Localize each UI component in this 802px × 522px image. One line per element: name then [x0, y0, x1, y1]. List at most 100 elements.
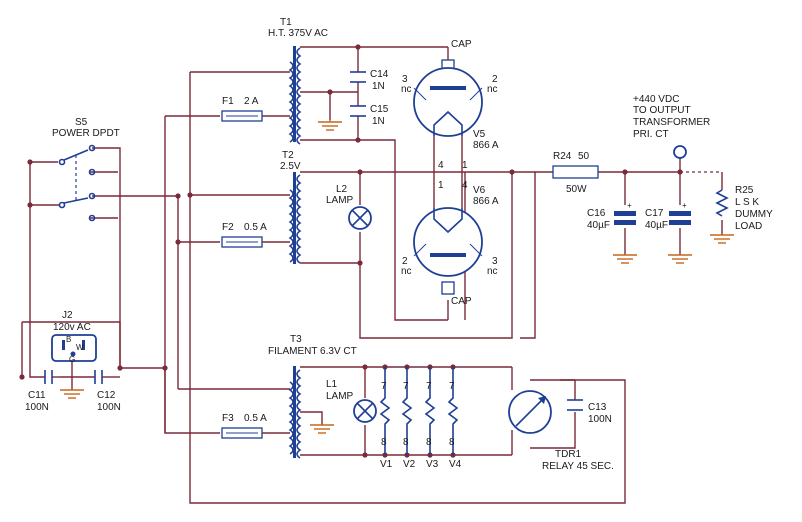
- svg-text:+: +: [682, 201, 687, 210]
- v6-pin4: 4: [462, 180, 468, 191]
- wire-left-bus: [29, 162, 45, 378]
- ground-symbol-t1: [318, 120, 342, 131]
- c13-val: 100N: [588, 414, 612, 425]
- t1-desc: H.T. 375V AC: [268, 28, 328, 39]
- wire-t1-sec-bot: [300, 139, 448, 321]
- filament-v4: [447, 367, 459, 455]
- c12-val: 100N: [97, 402, 121, 413]
- capacitor-c16: +: [614, 201, 636, 225]
- v4-label: V4: [449, 459, 462, 470]
- s5-ref: S5: [75, 117, 88, 128]
- wire-t1-ct: [300, 91, 331, 120]
- v6-val: 866 A: [473, 196, 499, 207]
- v2-pin7: 7: [403, 381, 409, 392]
- filament-v1: [379, 367, 391, 455]
- filament-v2: [401, 367, 413, 455]
- tdr1-ref: TDR1: [555, 449, 582, 460]
- t2-ref: T2: [282, 150, 294, 161]
- output-line1: +440 VDC: [633, 94, 679, 105]
- lamp-l2: [348, 206, 372, 230]
- c14-ref: C14: [370, 69, 389, 80]
- v6-pin2: 2: [402, 256, 408, 267]
- output-line2: TO OUTPUT: [633, 105, 691, 116]
- junction-dots: [19, 44, 683, 458]
- capacitor-c14: [350, 71, 366, 83]
- wire-s5-out1: [92, 147, 121, 368]
- wire-hv-out: [512, 171, 536, 339]
- wire-return-loop: [189, 72, 626, 504]
- v1-pin8: 8: [381, 437, 387, 448]
- t2-desc: 2.5V: [280, 161, 301, 172]
- l2-ref: L2: [336, 184, 348, 195]
- ground-symbol-c16: [613, 254, 637, 264]
- v5-pin3: 3: [402, 74, 408, 85]
- j2-desc: 120v AC: [53, 322, 91, 333]
- f3-ref: F3: [222, 413, 234, 424]
- output-terminal: [673, 145, 687, 159]
- r25-ref: R25: [735, 185, 754, 196]
- l1-ref: L1: [326, 379, 338, 390]
- r25-line2: DUMMY: [735, 209, 773, 220]
- v5-val: 866 A: [473, 140, 499, 151]
- wire-t3-ct: [300, 411, 323, 425]
- lamp-l1: [353, 399, 377, 423]
- wire-c13-top: [530, 379, 576, 400]
- v3-label: V3: [426, 459, 439, 470]
- t3-desc: FILAMENT 6.3V CT: [268, 346, 357, 357]
- c17-val: 40µF: [645, 220, 668, 231]
- c17-ref: C17: [645, 208, 664, 219]
- f2-ref: F2: [222, 222, 234, 233]
- v1-label: V1: [380, 459, 393, 470]
- tube-v6: [413, 172, 483, 295]
- v5-pin2: 2: [492, 74, 498, 85]
- c12-ref: C12: [97, 390, 116, 401]
- v2-label: V2: [403, 459, 416, 470]
- ground-symbol-t3: [310, 424, 334, 434]
- resistor-r24: [552, 165, 599, 179]
- capacitor-c15: [350, 105, 366, 117]
- v5-pin2-nc: nc: [487, 84, 498, 95]
- relay-tdr1: [508, 390, 552, 434]
- wire-j2-box: [22, 321, 121, 368]
- c15-ref: C15: [370, 104, 389, 115]
- s5-desc: POWER DPDT: [52, 128, 120, 139]
- v1-pin7: 7: [381, 381, 387, 392]
- connector-j2: [51, 334, 97, 362]
- c16-ref: C16: [587, 208, 606, 219]
- r25-line3: LOAD: [735, 221, 762, 232]
- j2-w: W: [76, 343, 84, 352]
- v4-pin8: 8: [449, 437, 455, 448]
- f1-ref: F1: [222, 96, 234, 107]
- v6-pin1: 1: [438, 180, 444, 191]
- l2-desc: LAMP: [326, 195, 354, 206]
- wire-c13-bot: [530, 412, 576, 449]
- capacitor-c11: [44, 370, 60, 384]
- v6-cap: CAP: [451, 296, 472, 307]
- filament-v3: [424, 367, 436, 455]
- wire-t2-sec: [300, 171, 513, 339]
- transformer-t3: [288, 366, 302, 459]
- tdr1-desc: RELAY 45 SEC.: [542, 461, 614, 472]
- c16-val: 40µF: [587, 220, 610, 231]
- resistor-r25: [715, 189, 729, 217]
- f2-val: 0.5 A: [244, 222, 267, 233]
- v6-ref: V6: [473, 185, 486, 196]
- l1-desc: LAMP: [326, 391, 354, 402]
- tube-v5: [413, 59, 483, 172]
- j2-ref: J2: [62, 310, 73, 321]
- transformer-t2: [288, 172, 302, 264]
- ground-symbol-r25: [710, 234, 734, 244]
- output-line4: PRI. CT: [633, 129, 669, 140]
- c14-val: 1N: [372, 81, 385, 92]
- ground-symbol-c17: [668, 254, 692, 264]
- v3-pin7: 7: [426, 381, 432, 392]
- j2-g: G: [69, 355, 75, 364]
- r24-val: 50: [578, 151, 590, 162]
- c15-val: 1N: [372, 116, 385, 127]
- transformer-t1: [288, 46, 302, 145]
- v5-pin3-nc: nc: [401, 84, 412, 95]
- capacitor-c17: +: [669, 201, 691, 225]
- v5-ref: V5: [473, 129, 486, 140]
